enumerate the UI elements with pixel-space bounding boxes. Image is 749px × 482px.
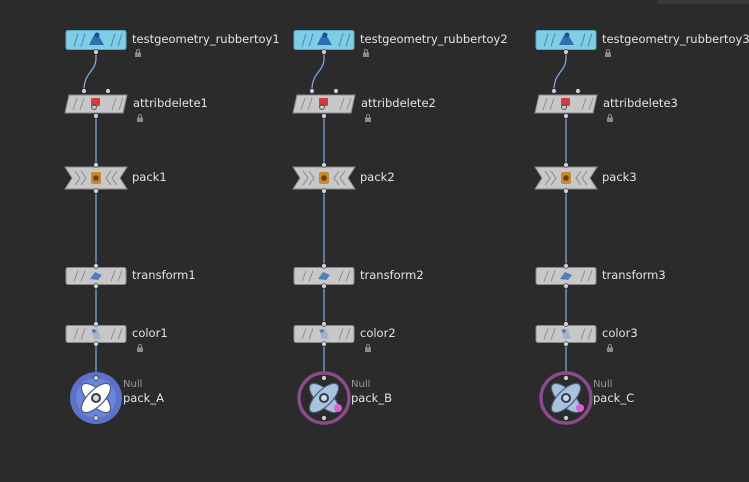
output-connector[interactable] — [563, 283, 569, 289]
node-label[interactable]: pack_B — [351, 391, 392, 405]
input-connector[interactable] — [575, 88, 581, 94]
lock-icon[interactable] — [362, 49, 370, 57]
template-flag-icon[interactable] — [576, 404, 584, 412]
wire[interactable] — [83, 52, 97, 91]
input-connector[interactable] — [563, 263, 569, 269]
output-connector[interactable] — [563, 113, 569, 119]
output-connector[interactable] — [563, 341, 569, 347]
node-label[interactable]: transform1 — [132, 268, 196, 282]
node-label[interactable]: pack3 — [602, 170, 637, 184]
wire-group — [553, 52, 567, 378]
node-label[interactable]: pack_C — [593, 391, 635, 405]
attrib-delete-icon — [561, 98, 570, 110]
input-connector[interactable] — [563, 321, 569, 327]
lock-icon[interactable] — [364, 114, 372, 122]
wire[interactable] — [553, 52, 567, 91]
toolbar-edge — [657, 0, 749, 4]
output-connector[interactable] — [563, 49, 569, 55]
pack-icon — [561, 172, 571, 184]
node-type-label: Null — [123, 379, 143, 390]
lock-icon[interactable] — [136, 344, 144, 352]
output-connector[interactable] — [563, 188, 569, 194]
node-label[interactable]: pack2 — [360, 170, 395, 184]
lock-icon[interactable] — [606, 114, 614, 122]
node-label[interactable]: testgeometry_rubbertoy1 — [132, 32, 280, 46]
input-connector[interactable] — [563, 375, 569, 381]
node-label[interactable]: testgeometry_rubbertoy2 — [360, 32, 508, 46]
transform-icon — [560, 272, 572, 280]
node-type-label: Null — [351, 379, 371, 390]
node-label[interactable]: transform2 — [360, 268, 424, 282]
node-label[interactable]: color2 — [360, 326, 396, 340]
rubber-toy-icon — [559, 32, 574, 45]
node-label[interactable]: color3 — [602, 326, 638, 340]
node-label[interactable]: attribdelete3 — [603, 96, 678, 110]
wire[interactable] — [311, 52, 325, 91]
input-connector[interactable] — [551, 88, 557, 94]
node-label[interactable]: transform3 — [602, 268, 666, 282]
node-label[interactable]: pack_A — [123, 391, 164, 405]
node-label[interactable]: testgeometry_rubbertoy3 — [602, 32, 749, 46]
lock-icon[interactable] — [134, 49, 142, 57]
lock-icon[interactable] — [606, 344, 614, 352]
lock-icon[interactable] — [364, 344, 372, 352]
node-label[interactable]: attribdelete2 — [361, 96, 436, 110]
node-label[interactable]: color1 — [132, 326, 168, 340]
node-ring — [539, 371, 593, 425]
null-icon — [550, 382, 582, 414]
node-type-label: Null — [593, 379, 613, 390]
input-connector[interactable] — [563, 162, 569, 168]
output-connector[interactable] — [563, 415, 569, 421]
color-icon — [561, 329, 571, 339]
node-label[interactable]: pack1 — [132, 170, 167, 184]
lock-icon[interactable] — [136, 114, 144, 122]
lock-icon[interactable] — [604, 49, 612, 57]
node-label[interactable]: attribdelete1 — [133, 96, 208, 110]
